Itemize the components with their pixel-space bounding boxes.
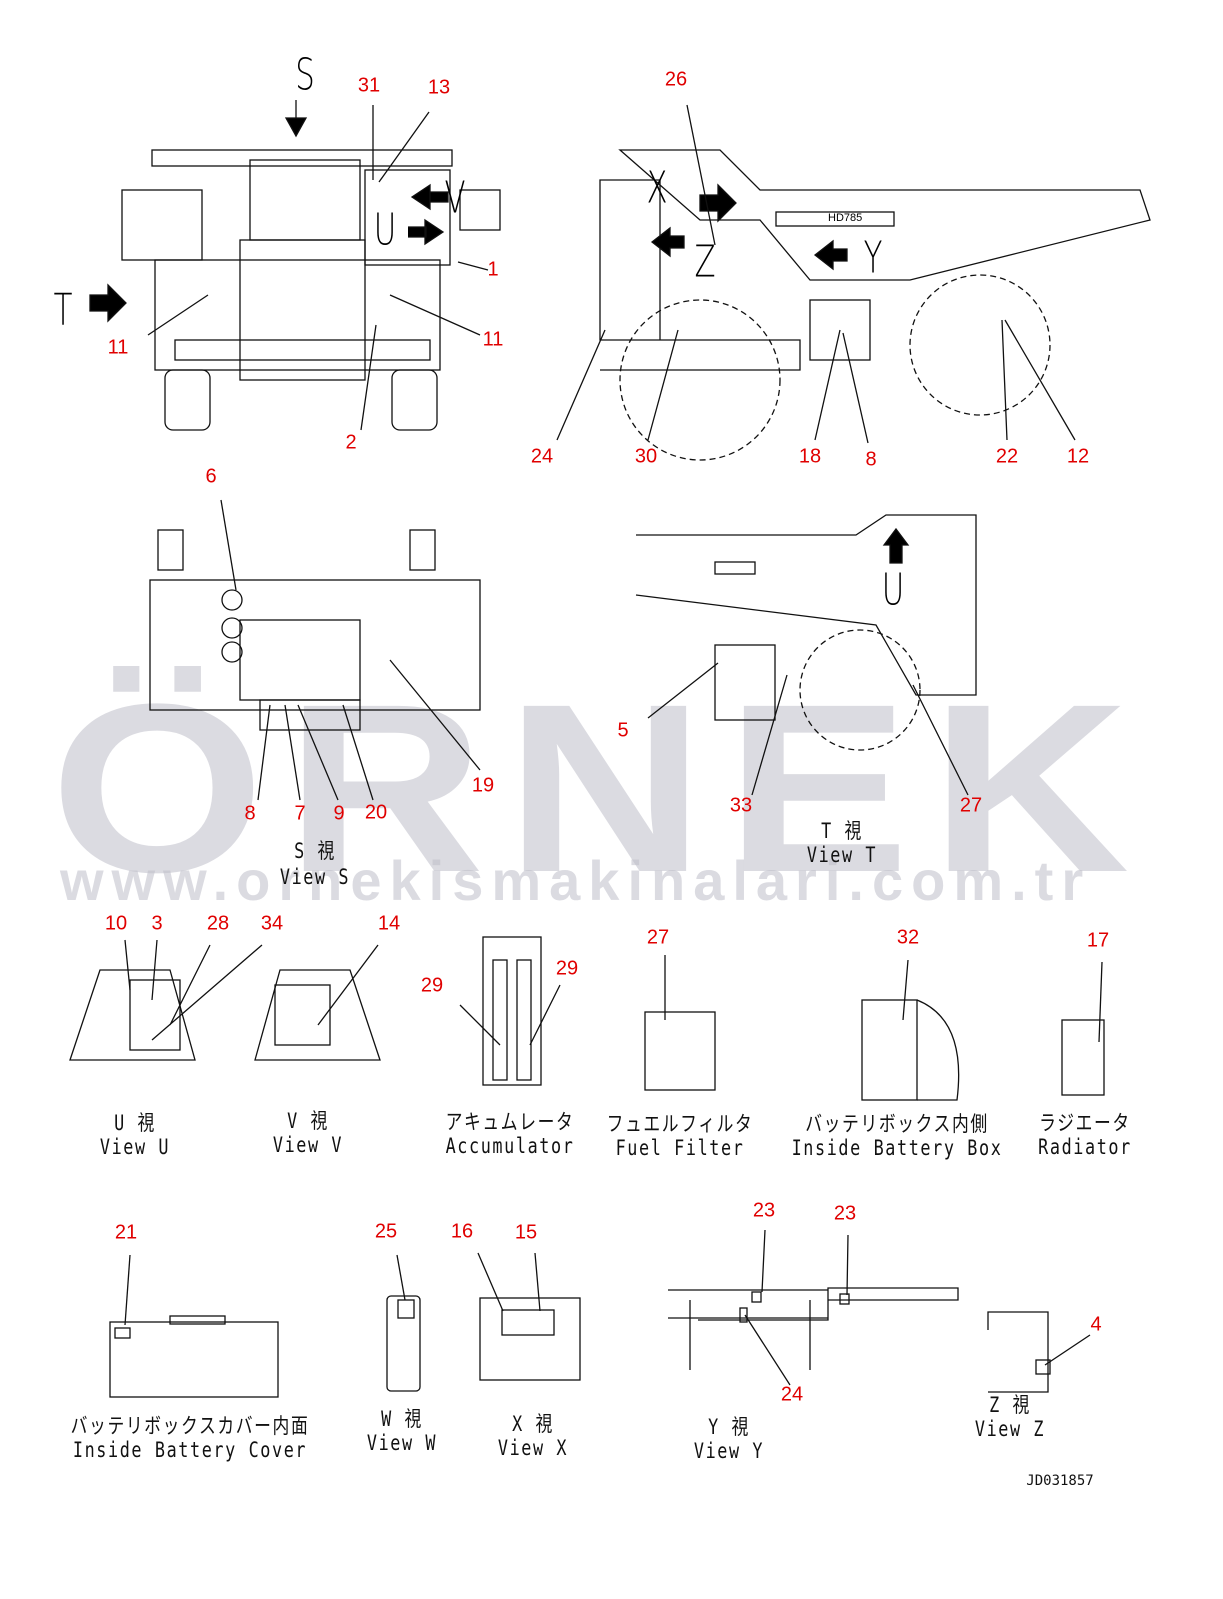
callout: 29: [420, 974, 444, 997]
callout: 26: [664, 68, 688, 91]
callout: 8: [865, 448, 877, 471]
caption-jp: X 視: [512, 1412, 554, 1436]
callout: 11: [107, 336, 129, 359]
view-letter-u: U: [373, 204, 397, 256]
fuel-filter-drawing: [644, 955, 716, 1091]
callout: 20: [364, 801, 388, 824]
callout: 10: [104, 912, 128, 935]
caption-en: View S: [279, 865, 351, 889]
callout: 23: [833, 1202, 857, 1225]
front-view-truck: [89, 100, 501, 431]
caption-en: View Y: [693, 1439, 765, 1463]
callout: 4: [1090, 1313, 1102, 1336]
caption-jp: S 視: [294, 839, 336, 863]
caption-jp: U 視: [114, 1111, 156, 1135]
caption-jp: アキュムレータ: [445, 1110, 575, 1134]
callout: 32: [896, 926, 920, 949]
caption-jp: フュエルフィルタ: [606, 1112, 754, 1136]
view-w-drawing: [386, 1254, 421, 1392]
caption-jp: バッテリボックス内側: [805, 1112, 989, 1136]
caption-jp: バッテリボックスカバー内面: [70, 1414, 310, 1438]
caption-jp: W 視: [381, 1407, 423, 1431]
view-x-drawing: [477, 1252, 581, 1381]
radiator-drawing: [1061, 961, 1105, 1096]
callout: 2: [345, 431, 357, 454]
view-t-drawing: [635, 514, 977, 796]
caption-jp: V 視: [287, 1109, 329, 1133]
callout: 8: [244, 802, 256, 825]
caption-en: View Z: [974, 1417, 1046, 1441]
watermark-url: www.ornekismakinalari.com.tr: [60, 849, 1092, 912]
caption-jp: Y 視: [708, 1415, 750, 1439]
view-letter-u-t: U: [881, 564, 905, 616]
view-letter-z: Z: [694, 236, 716, 288]
callout: 6: [205, 465, 217, 488]
caption-en: Radiator: [1038, 1135, 1132, 1159]
document-number: JD031857: [1026, 1473, 1094, 1489]
callout: 24: [530, 445, 554, 468]
caption-en: Inside Battery Box: [791, 1136, 1003, 1160]
callout: 34: [260, 912, 284, 935]
callout: 25: [374, 1220, 398, 1243]
side-view-truck: [556, 104, 1151, 461]
callout: 28: [206, 912, 230, 935]
watermark-brand: ÖRNEK: [50, 654, 1151, 922]
view-letter-s: S: [295, 49, 315, 101]
caption-jp: Z 視: [989, 1393, 1031, 1417]
callout: 7: [294, 802, 306, 825]
caption-en: View X: [497, 1436, 569, 1460]
callout: 12: [1066, 445, 1090, 468]
view-s-drawing: [149, 499, 481, 801]
callout: 18: [798, 445, 822, 468]
callout: 1: [487, 258, 499, 281]
battery-box-drawing: [861, 959, 960, 1101]
view-letter-x: X: [646, 162, 668, 214]
caption-en: View V: [272, 1133, 344, 1157]
callout: 33: [729, 794, 753, 817]
view-v-drawing: [254, 944, 381, 1061]
callout: 9: [333, 802, 345, 825]
view-letter-y: Y: [863, 232, 883, 284]
view-u-drawing: [69, 939, 263, 1061]
caption-en: View U: [99, 1135, 171, 1159]
callout: 29: [555, 957, 579, 980]
callout: 31: [357, 74, 381, 97]
callout: 16: [450, 1220, 474, 1243]
caption-en: Accumulator: [445, 1134, 575, 1158]
caption-en: Fuel Filter: [615, 1136, 745, 1160]
caption-jp: ラジエータ: [1039, 1111, 1131, 1135]
callout: 21: [114, 1221, 138, 1244]
callout: 24: [780, 1383, 804, 1406]
view-z-drawing: [987, 1311, 1091, 1393]
callout: 30: [634, 445, 658, 468]
accumulator-drawing: [459, 936, 561, 1086]
battery-cover-drawing: [109, 1254, 279, 1398]
view-letter-t: T: [53, 284, 73, 336]
caption-en: View T: [806, 843, 878, 867]
callout: 11: [482, 328, 504, 351]
caption-jp: T 視: [821, 819, 863, 843]
callout: 15: [514, 1221, 538, 1244]
view-y-drawing: [668, 1229, 959, 1386]
callout: 23: [752, 1199, 776, 1222]
callout: 27: [959, 794, 983, 817]
callout: 5: [617, 719, 629, 742]
caption-en: Inside Battery Cover: [72, 1438, 308, 1462]
caption-en: View W: [366, 1431, 438, 1455]
callout: 14: [377, 912, 401, 935]
callout: 3: [151, 912, 163, 935]
model-badge: HD785: [828, 212, 863, 224]
view-letter-v: V: [444, 172, 466, 224]
callout: 27: [646, 926, 670, 949]
callout: 13: [427, 76, 451, 99]
callout: 17: [1086, 929, 1110, 952]
callout: 22: [995, 445, 1019, 468]
callout: 19: [471, 774, 495, 797]
